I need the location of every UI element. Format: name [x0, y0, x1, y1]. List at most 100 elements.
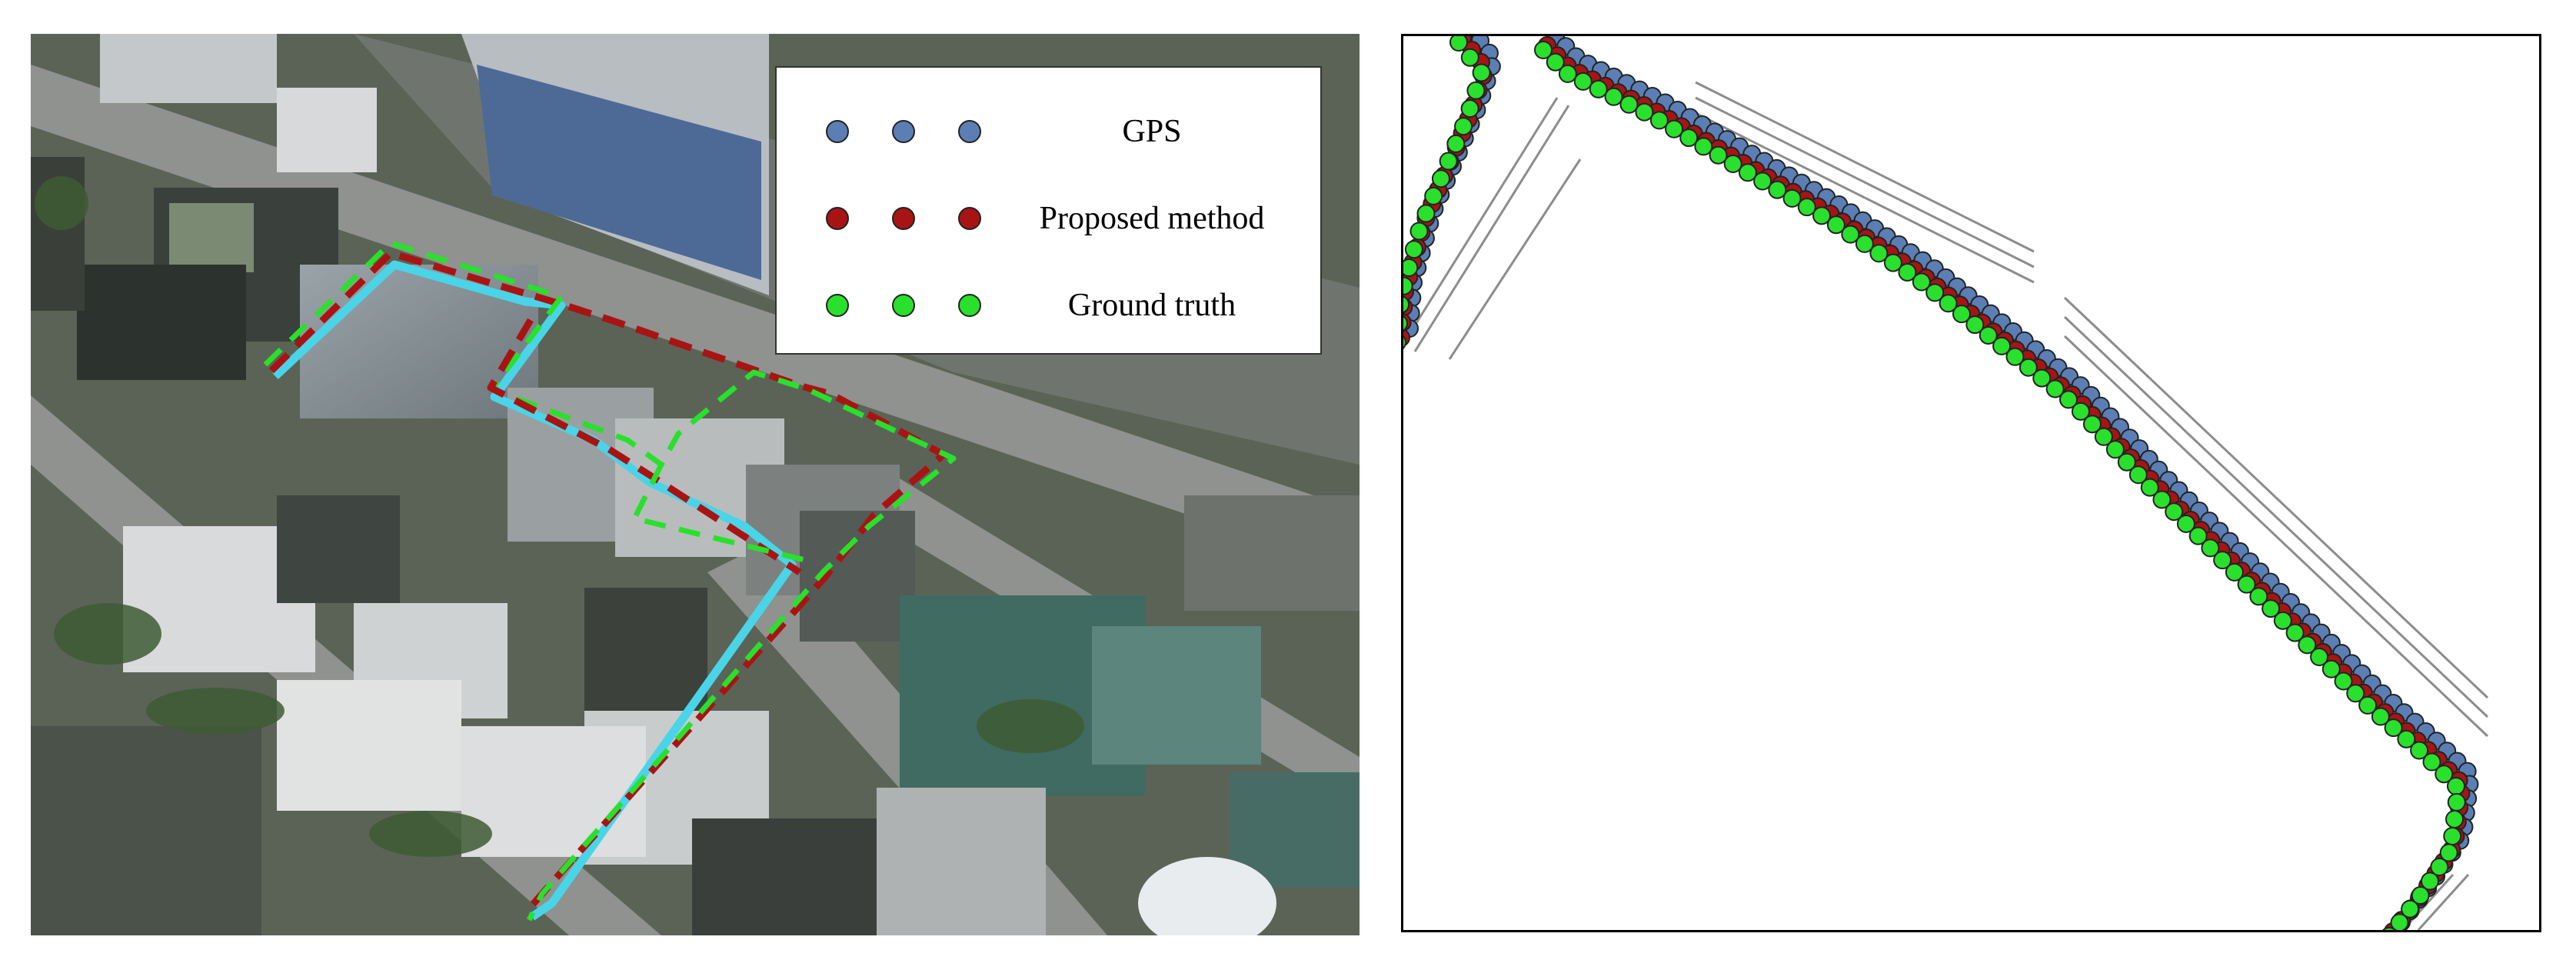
truth-point	[1534, 41, 1553, 59]
truth-point	[2059, 390, 2078, 409]
route-truth-line	[263, 240, 957, 922]
truth-point	[2430, 857, 2449, 876]
truth-point	[1869, 244, 1889, 263]
truth-point	[2261, 599, 2281, 618]
truth-point	[2390, 913, 2409, 930]
truth-point	[1649, 111, 1669, 130]
truth-point	[1449, 36, 1468, 52]
truth-point	[2334, 672, 2353, 691]
truth-point	[1454, 117, 1473, 136]
truth-point	[1403, 258, 1419, 277]
truth-point	[1898, 262, 1917, 282]
truth-point	[1403, 315, 1409, 332]
legend-marker-proposed	[826, 207, 849, 230]
legend-marker-gps	[826, 120, 849, 143]
truth-point	[1573, 72, 1593, 91]
proposed-points	[1403, 36, 2471, 930]
truth-point	[1782, 188, 1802, 208]
truth-point	[2422, 752, 2441, 772]
legend-marker-proposed	[958, 207, 981, 230]
truth-point	[1912, 272, 1931, 292]
route-proposed-inner-line	[487, 318, 802, 575]
truth-point	[2310, 648, 2329, 667]
truth-point	[2401, 899, 2420, 918]
road-edge-lines	[1403, 81, 2489, 930]
truth-point	[1979, 325, 1998, 345]
truth-point	[2447, 792, 2466, 812]
truth-point	[2371, 707, 2390, 726]
truth-point	[1738, 163, 1757, 182]
truth-point	[2447, 777, 2466, 796]
truth-point	[1558, 64, 1577, 83]
truth-point	[1797, 198, 1816, 217]
truth-point	[2237, 575, 2256, 594]
truth-point	[2435, 765, 2454, 784]
legend-row-truth: Ground truth	[777, 272, 1320, 342]
truth-point	[1992, 336, 2012, 355]
truth-point	[2005, 347, 2025, 366]
truth-point	[1416, 204, 1436, 223]
truth-point	[1460, 48, 1479, 67]
trajectory-zoom-panel	[1401, 34, 2541, 932]
satellite-map-panel: GPS Proposed method Ground truth	[31, 34, 1360, 935]
truth-point	[2285, 623, 2305, 642]
legend-marker-proposed	[892, 207, 915, 230]
truth-point	[2445, 809, 2465, 828]
truth-point	[1694, 137, 1713, 156]
truth-point	[2082, 415, 2102, 434]
legend-label-truth: Ground truth	[1067, 288, 1236, 323]
truth-point	[1709, 145, 1728, 165]
truth-point	[2346, 684, 2365, 703]
truth-point	[2140, 478, 2159, 497]
truth-point	[2094, 427, 2113, 446]
truth-point	[1768, 180, 1787, 199]
truth-point	[1403, 295, 1410, 314]
legend-label-proposed: Proposed method	[1039, 201, 1265, 236]
legend-row-gps: GPS	[777, 98, 1320, 168]
truth-point	[1431, 169, 1450, 188]
truth-point	[1679, 128, 1699, 148]
truth-point	[2420, 872, 2439, 891]
truth-point	[1939, 294, 1958, 313]
truth-point	[2321, 659, 2341, 678]
truth-point	[2397, 729, 2416, 748]
truth-point	[2176, 514, 2195, 533]
truth-point	[1841, 225, 1860, 244]
truth-point	[2165, 502, 2184, 522]
legend-box: GPS Proposed method Ground truth	[775, 66, 1322, 355]
truth-point	[2439, 843, 2458, 862]
truth-point	[2213, 551, 2232, 570]
route-overlay	[263, 240, 957, 922]
truth-point	[1589, 79, 1608, 98]
truth-point	[1460, 99, 1479, 118]
truth-point	[1753, 172, 1772, 191]
truth-point	[1409, 222, 1429, 241]
route-truth-inner-line	[631, 463, 812, 565]
truth-point	[1965, 315, 1985, 335]
truth-point	[1472, 63, 1491, 82]
legend-marker-gps	[892, 120, 915, 143]
truth-point	[2201, 538, 2220, 558]
trajectory-zoom-canvas	[1403, 36, 2489, 930]
truth-point	[1466, 81, 1486, 100]
legend-marker-truth	[958, 294, 981, 317]
route-proposed-line	[268, 249, 947, 909]
map-trees	[35, 176, 1084, 857]
truth-point	[2410, 741, 2429, 760]
truth-point	[2249, 587, 2268, 606]
truth-point	[2382, 927, 2396, 930]
truth-point	[2105, 440, 2125, 459]
truth-points	[1403, 36, 2466, 930]
truth-point	[1403, 276, 1413, 295]
truth-point	[1952, 305, 1971, 324]
gps-points	[1403, 36, 2479, 930]
legend-marker-gps	[958, 120, 981, 143]
truth-point	[2443, 827, 2462, 846]
legend-label-gps: GPS	[1122, 114, 1182, 149]
legend-row-proposed: Proposed method	[777, 185, 1320, 255]
truth-point	[1424, 186, 1443, 205]
truth-point	[1403, 335, 1406, 349]
truth-point	[1855, 234, 1874, 253]
truth-point	[2071, 402, 2090, 421]
truth-point	[1665, 119, 1684, 138]
